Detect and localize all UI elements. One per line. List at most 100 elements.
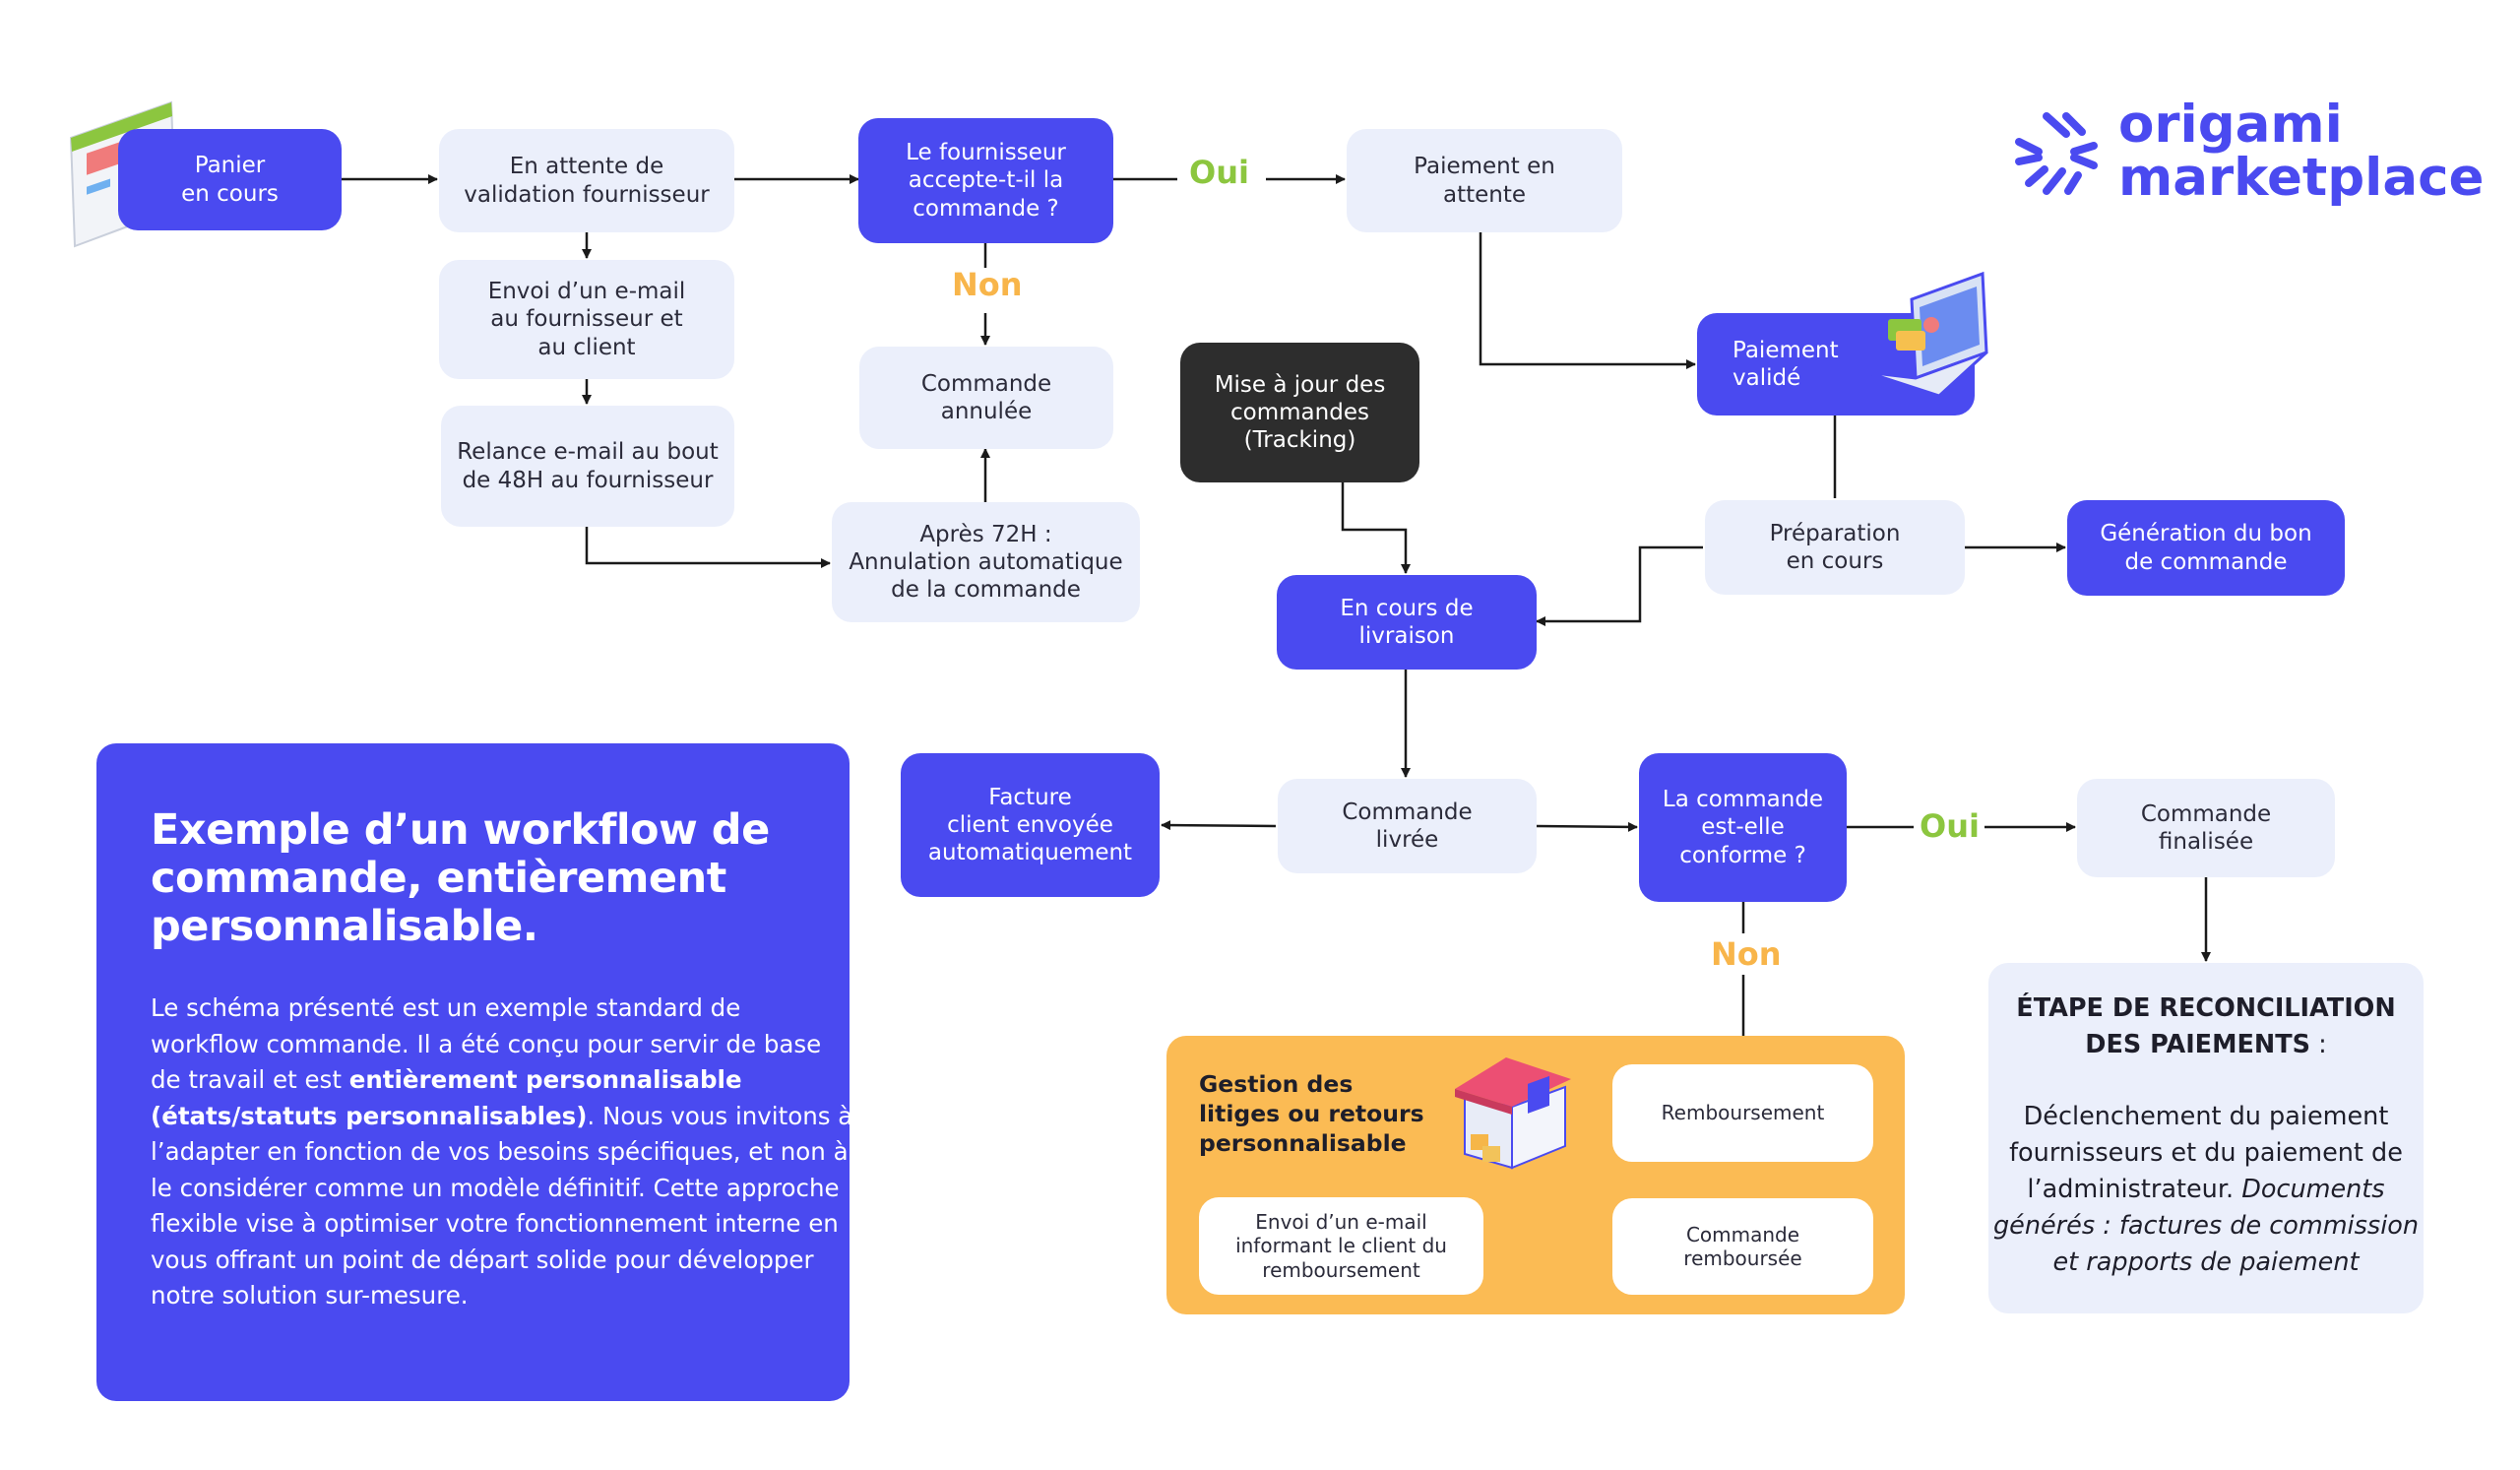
reconciliation-body-line: fournisseurs et du paiement de: [2009, 1138, 2403, 1168]
reconciliation-title-bold: DES PAIEMENTS: [2085, 1030, 2310, 1059]
reconciliation-panel: ÉTAPE DE RECONCILIATION DES PAIEMENTS : …: [1988, 963, 2424, 1313]
info-body-line: flexible vise à optimiser votre fonction…: [151, 1209, 839, 1238]
node-text: En attente de: [509, 154, 664, 180]
warehouse-illustration: [1455, 1057, 1571, 1170]
node-text: Commande: [920, 370, 1052, 397]
node-text: en cours: [181, 180, 279, 207]
node-text: remboursement: [1262, 1257, 1420, 1282]
node-invoice-sent: Facture client envoyée automatiquement: [901, 753, 1160, 897]
reconciliation-body-italic: Documents: [2241, 1175, 2385, 1204]
arrow-tracking-to-delivery: [1341, 482, 1411, 574]
laptop-payment-illustration: [1865, 271, 1988, 398]
node-text: Le fournisseur: [906, 140, 1066, 166]
node-text: informant le client du: [1235, 1234, 1447, 1258]
node-text: annulée: [940, 399, 1033, 424]
reconciliation-body-line: générés : factures de commission: [1992, 1211, 2420, 1241]
node-text: est-elle: [1701, 814, 1785, 841]
node-text: Annulation automatique: [849, 548, 1123, 575]
node-text: (Tracking): [1243, 427, 1356, 454]
node-refund-email: Envoi d’un e-mail informant le client du…: [1199, 1197, 1483, 1295]
node-text: Commande: [1685, 1222, 1800, 1246]
node-auto-cancel: Après 72H : Annulation automatique de la…: [832, 502, 1140, 622]
arrow-reminder-to-auto-cancel: [585, 527, 831, 568]
disputes-title-line: Gestion des: [1199, 1070, 1354, 1098]
info-body-line: notre solution sur-mesure.: [151, 1281, 469, 1310]
reconciliation-title: ÉTAPE DE RECONCILIATION DES PAIEMENTS :: [1988, 991, 2424, 1063]
node-text: Paiement: [1732, 337, 1839, 363]
info-panel: Exemple d’un workflow de commande, entiè…: [96, 743, 852, 1401]
node-text: Mise à jour des: [1214, 371, 1386, 398]
node-text: Envoi d’un e-mail: [487, 279, 686, 305]
node-order-finalized: Commande finalisée: [2077, 779, 2335, 877]
info-body-line: de travail et est entièrement personnali…: [151, 1062, 798, 1099]
node-text: Remboursement: [1661, 1101, 1825, 1125]
origami-logo-icon: [2015, 112, 2098, 195]
node-email-sent: Envoi d’un e-mail au fournisseur et au c…: [439, 260, 734, 379]
reconciliation-body: Déclenchement du paiement fournisseurs e…: [1988, 1099, 2424, 1281]
brand-line2: marketplace: [2118, 148, 2485, 209]
reconciliation-body-line: et rapports de paiement: [2052, 1247, 2360, 1277]
node-supplier-accepts: Le fournisseur accepte-t-il la commande …: [858, 118, 1113, 243]
info-panel-title: Exemple d’un workflow de commande, entiè…: [151, 806, 798, 951]
node-text: Envoi d’un e-mail: [1255, 1209, 1427, 1234]
arrow-delivered-to-invoice: [1161, 820, 1277, 831]
node-text: livrée: [1375, 827, 1439, 853]
node-text: Après 72H :: [919, 521, 1052, 547]
brand-wordmark: origami marketplace: [2118, 95, 2485, 209]
reconciliation-title-line: DES PAIEMENTS :: [1988, 1027, 2424, 1063]
node-text: de 48H au fournisseur: [462, 467, 714, 493]
info-body-line: vous offrant un point de départ solide p…: [151, 1245, 814, 1274]
node-text: En cours de: [1340, 595, 1474, 621]
info-panel-body: Le schéma présenté est un exemple standa…: [151, 991, 852, 1314]
node-in-delivery: En cours de livraison: [1277, 575, 1537, 670]
node-reminder: Relance e-mail au bout de 48H au fournis…: [441, 406, 734, 527]
reconciliation-title-rest: :: [2310, 1030, 2327, 1059]
node-text: Commande: [2140, 800, 2272, 827]
info-body-text: . Nous vous invitons à: [587, 1101, 853, 1130]
info-body-text: de travail et est: [151, 1065, 349, 1094]
label-oui-compliant: Oui: [1920, 807, 1980, 845]
node-order-compliant: La commande est-elle conforme ?: [1639, 753, 1847, 902]
label-non-supplier: Non: [952, 266, 1023, 303]
reconciliation-title-line: ÉTAPE DE RECONCILIATION: [2016, 993, 2396, 1023]
info-body-line: le considérer comme un modèle définitif.…: [151, 1173, 840, 1202]
node-text: Paiement en: [1414, 154, 1555, 180]
node-payment-pending: Paiement en attente: [1347, 129, 1622, 232]
disputes-panel-title: Gestion des litiges ou retours personnal…: [1199, 1069, 1424, 1158]
arrow-payment-pending-to-validated: [1479, 232, 1696, 369]
reconciliation-body-text: l’administrateur.: [2027, 1175, 2242, 1204]
reconciliation-body-line: l’administrateur. Documents: [1988, 1172, 2424, 1208]
node-text: client envoyée: [947, 811, 1113, 838]
node-text: Facture: [988, 784, 1072, 810]
node-purchase-order: Génération du bon de commande: [2067, 500, 2345, 596]
node-preparation: Préparation en cours: [1705, 500, 1965, 595]
node-text: Commande: [1342, 799, 1473, 825]
node-text: Relance e-mail au bout: [457, 439, 719, 466]
node-text: Génération du bon: [2100, 521, 2312, 547]
info-body-line: (états/statuts personnalisables). Nous v…: [151, 1099, 852, 1135]
node-text: finalisée: [2158, 829, 2254, 855]
reconciliation-body-line: Déclenchement du paiement: [2023, 1102, 2389, 1131]
node-text: validé: [1732, 365, 1801, 391]
brand-line1: origami: [2118, 95, 2343, 155]
node-text: Préparation: [1769, 520, 1901, 546]
node-text: accepte-t-il la: [908, 167, 1064, 194]
node-text: de commande: [2124, 548, 2288, 575]
info-body-bold: (états/statuts personnalisables): [151, 1101, 588, 1130]
node-supplier-validation: En attente de validation fournisseur: [439, 129, 734, 232]
node-text: commande ?: [913, 195, 1059, 222]
node-text: livraison: [1358, 623, 1455, 649]
node-text: en cours: [1786, 548, 1884, 574]
info-title-line: Exemple d’un workflow de: [151, 805, 770, 855]
node-text: validation fournisseur: [464, 181, 710, 208]
node-text: La commande: [1662, 787, 1824, 813]
info-body-line: Le schéma présenté est un exemple standa…: [151, 993, 741, 1022]
node-text: de la commande: [891, 577, 1081, 604]
disputes-title-line: personnalisable: [1199, 1129, 1407, 1157]
info-title-line: personnalisable.: [151, 902, 538, 951]
node-text: au fournisseur et: [490, 306, 683, 333]
node-text: conforme ?: [1679, 842, 1806, 868]
node-text: remboursée: [1683, 1246, 1802, 1270]
node-text: attente: [1442, 181, 1527, 208]
info-body-line: l’adapter en fonction de vos besoins spé…: [151, 1137, 849, 1166]
